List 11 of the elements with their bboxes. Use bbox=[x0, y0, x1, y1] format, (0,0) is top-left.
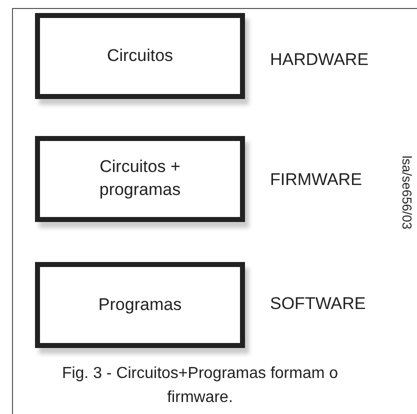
category-label: HARDWARE bbox=[270, 50, 369, 70]
category-label: SOFTWARE bbox=[270, 294, 366, 314]
text-box bbox=[35, 13, 245, 99]
category-label: FIRMWARE bbox=[270, 170, 362, 190]
box-label: Circuitos + programas bbox=[98, 156, 182, 201]
text-box bbox=[35, 136, 245, 222]
box-label: Circuitos bbox=[106, 44, 174, 67]
figure-code: lsa/se656/03 bbox=[399, 156, 414, 230]
box-label: Programas bbox=[97, 294, 183, 316]
figure-caption: Fig. 3 - Circuitos+Programas formam o firmware. bbox=[60, 364, 340, 408]
text-box bbox=[35, 262, 245, 348]
